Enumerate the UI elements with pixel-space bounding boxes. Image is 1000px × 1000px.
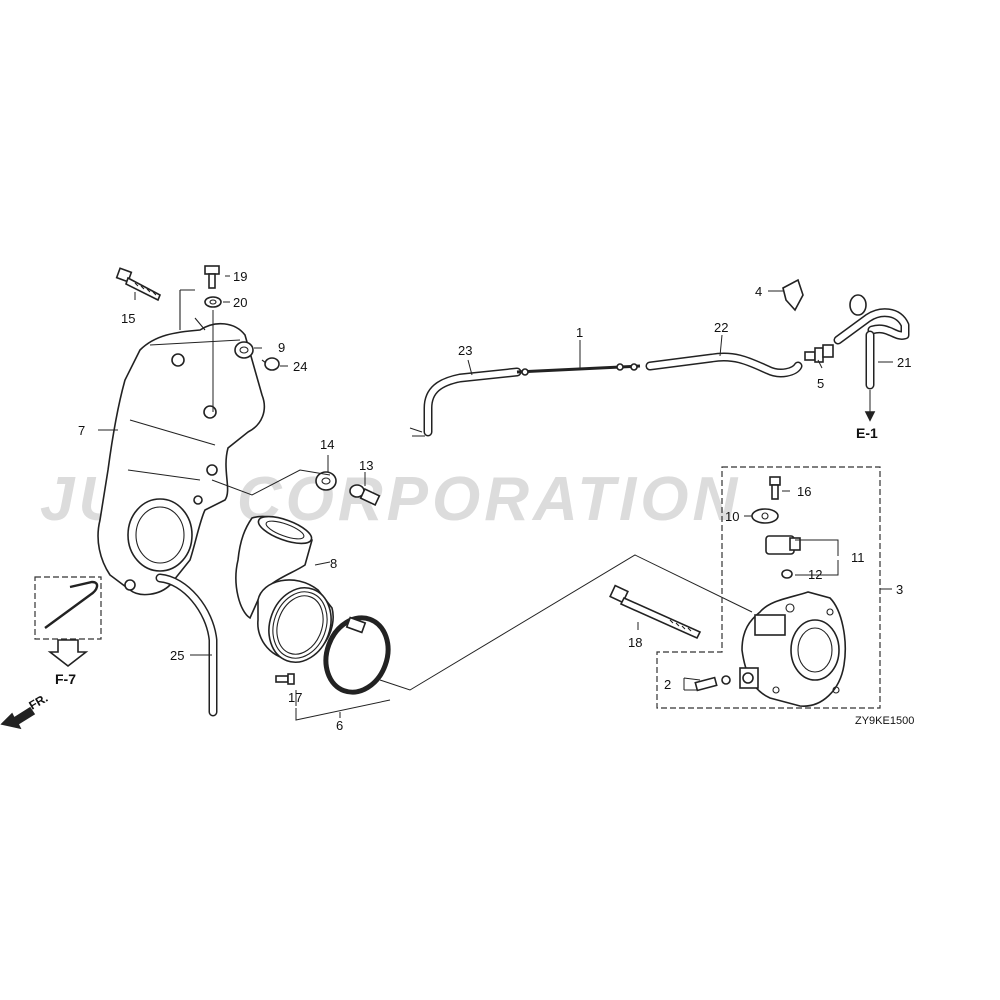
callout-3: 3 <box>896 582 903 597</box>
callout-16: 16 <box>797 484 811 499</box>
callout-21: 21 <box>897 355 911 370</box>
callout-6: 6 <box>336 718 343 733</box>
callout-22: 22 <box>714 320 728 335</box>
ref-f7: F-7 <box>55 671 76 687</box>
callout-2: 2 <box>664 677 671 692</box>
grommet-9[interactable] <box>234 341 254 359</box>
throttle-body-3[interactable] <box>739 591 847 707</box>
callout-10: 10 <box>725 509 739 524</box>
throttle-body-box <box>656 466 881 709</box>
f7-inset <box>34 576 102 668</box>
callout-12: 12 <box>808 567 822 582</box>
diagram-code: ZY9KE1500 <box>855 715 914 727</box>
bolt-19[interactable] <box>204 265 220 289</box>
callout-15: 15 <box>121 311 135 326</box>
callout-5: 5 <box>817 376 824 391</box>
callout-13: 13 <box>359 458 373 473</box>
callout-1: 1 <box>576 325 583 340</box>
callout-14: 14 <box>320 437 334 452</box>
bolt-18[interactable] <box>609 584 702 640</box>
callout-24: 24 <box>293 359 307 374</box>
clip-4[interactable] <box>782 278 804 312</box>
bolt-24[interactable] <box>261 357 280 371</box>
callout-8: 8 <box>330 556 337 571</box>
o-ring-12[interactable] <box>781 569 793 579</box>
hose-clamp-6[interactable] <box>316 609 398 701</box>
callout-4: 4 <box>755 284 762 299</box>
front-arrow-icon <box>0 706 36 730</box>
grommet-14[interactable] <box>315 471 337 491</box>
callout-20: 20 <box>233 295 247 310</box>
callout-17: 17 <box>288 690 302 705</box>
callout-25: 25 <box>170 648 184 663</box>
callout-11: 11 <box>851 550 865 565</box>
intake-joint-8[interactable] <box>235 511 341 671</box>
joint-5[interactable] <box>804 344 834 363</box>
hose-22[interactable] <box>645 352 803 378</box>
leader-lines <box>98 275 893 718</box>
screw-16[interactable] <box>769 476 781 500</box>
hose-25[interactable] <box>155 573 218 717</box>
callout-18: 18 <box>628 635 642 650</box>
tube-1[interactable] <box>516 363 641 376</box>
callout-9: 9 <box>278 340 285 355</box>
bolt-13[interactable] <box>349 484 381 506</box>
washer-20[interactable] <box>204 296 222 308</box>
ref-e1: E-1 <box>856 425 878 441</box>
sensor-11[interactable] <box>765 535 801 555</box>
screw-17[interactable] <box>275 673 295 685</box>
callout-7: 7 <box>78 423 85 438</box>
callout-23: 23 <box>458 343 472 358</box>
intake-manifold[interactable] <box>97 289 266 596</box>
callout-19: 19 <box>233 269 247 284</box>
hose-21[interactable] <box>833 294 910 390</box>
screw-2[interactable] <box>694 675 731 692</box>
plate-10[interactable] <box>751 508 779 524</box>
bolt-15[interactable] <box>115 267 162 302</box>
hose-23[interactable] <box>423 367 522 437</box>
